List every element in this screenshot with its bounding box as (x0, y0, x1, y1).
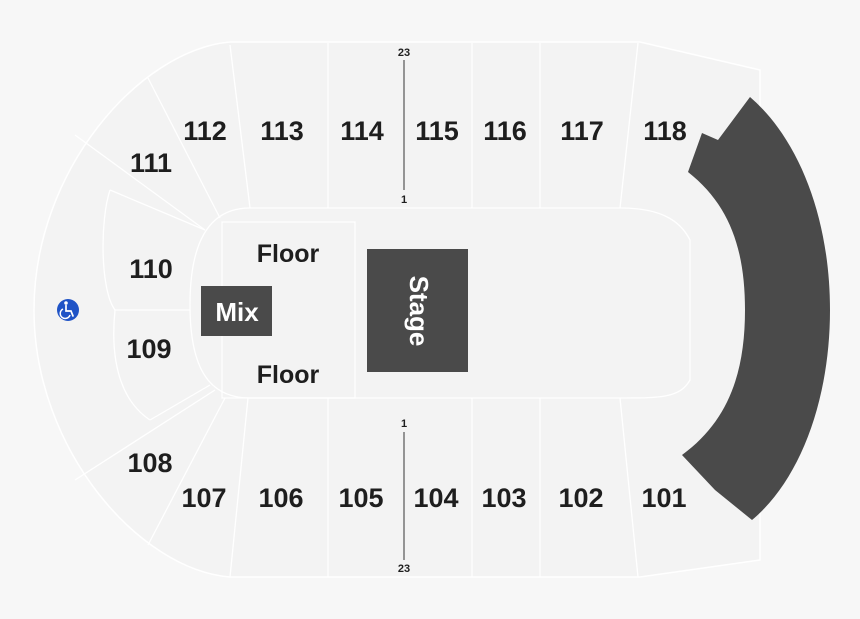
floor-bottom-label[interactable]: Floor (257, 361, 320, 389)
mix-booth (201, 286, 272, 336)
floor-top-label[interactable]: Floor (257, 240, 320, 268)
row-label-bottom-inner: 1 (401, 418, 407, 430)
section-114[interactable]: 114 (340, 116, 384, 146)
section-105[interactable]: 105 (338, 483, 383, 513)
section-106[interactable]: 106 (258, 483, 303, 513)
section-103[interactable]: 103 (481, 483, 526, 513)
section-102[interactable]: 102 (558, 483, 603, 513)
section-109[interactable]: 109 (126, 334, 171, 364)
section-116[interactable]: 116 (483, 116, 527, 146)
section-108[interactable]: 108 (127, 448, 172, 478)
section-113[interactable]: 113 (260, 116, 304, 146)
section-115[interactable]: 115 (415, 116, 459, 146)
section-110[interactable]: 110 (129, 254, 173, 284)
wheelchair-icon (57, 299, 79, 321)
section-112[interactable]: 112 (183, 116, 227, 146)
section-117[interactable]: 117 (560, 116, 604, 146)
section-104[interactable]: 104 (413, 483, 458, 513)
stage-label: Stage (404, 276, 434, 347)
row-label-top-inner: 1 (401, 194, 407, 206)
row-label-top-outer: 23 (398, 47, 410, 59)
mix-label: Mix (215, 297, 259, 327)
section-111[interactable]: 111 (130, 148, 172, 178)
section-101[interactable]: 101 (641, 483, 686, 513)
section-118[interactable]: 118 (643, 116, 687, 146)
stage-end-block (682, 97, 830, 520)
section-107[interactable]: 107 (181, 483, 226, 513)
row-label-bottom-outer: 23 (398, 563, 410, 575)
stage (367, 249, 468, 372)
